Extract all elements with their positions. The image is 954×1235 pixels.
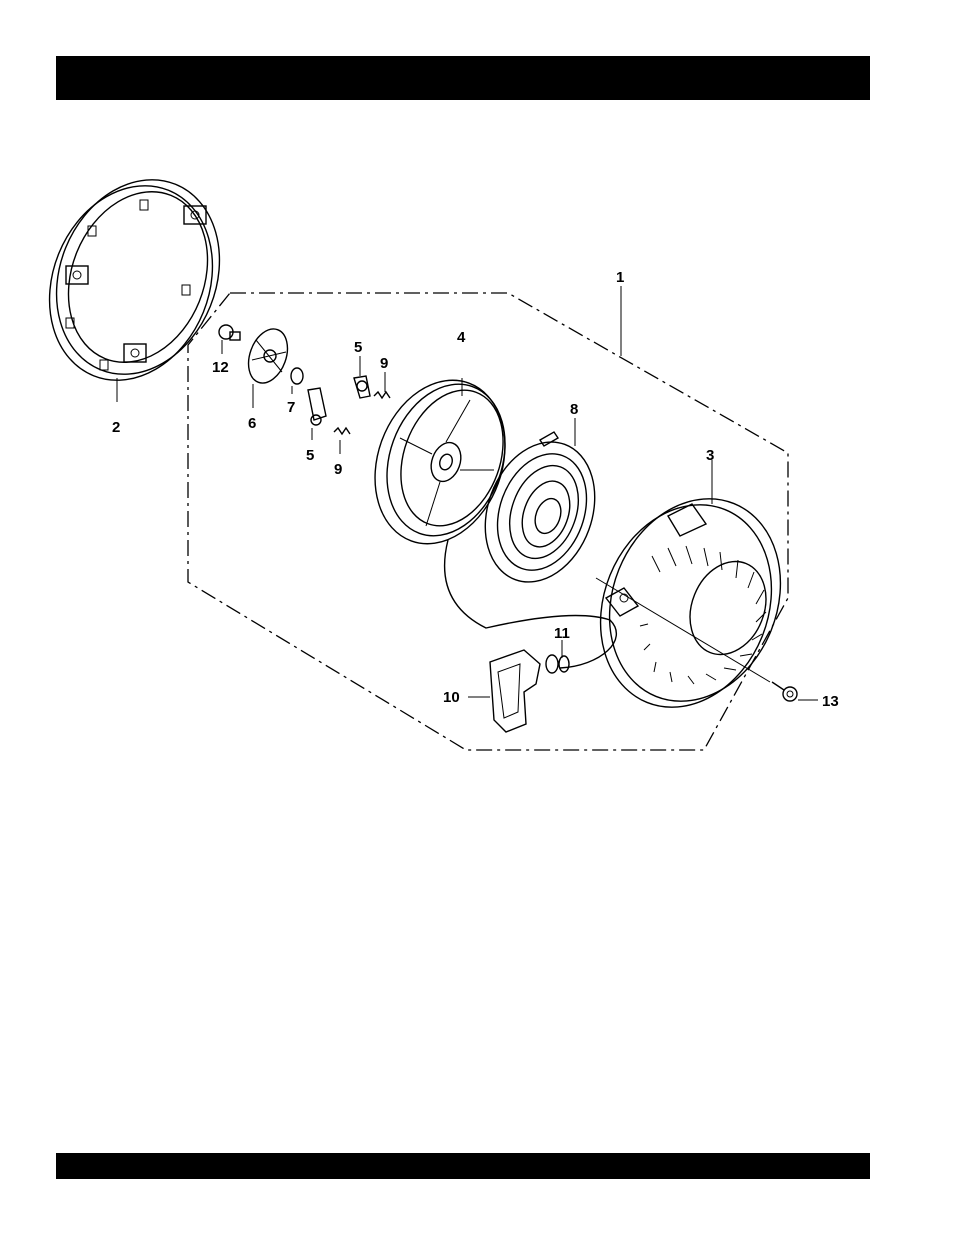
callout-11: 11 — [554, 625, 570, 642]
callout-5-lower: 5 — [306, 447, 314, 464]
part-spiral-spring — [467, 418, 614, 597]
part-drive-plate — [242, 324, 295, 408]
part-spring-lower — [334, 428, 350, 454]
footer-bar — [56, 1153, 870, 1179]
part-recoil-housing — [571, 460, 810, 733]
callout-4: 4 — [457, 329, 466, 346]
callout-6: 6 — [248, 415, 256, 432]
part-ratchet-lower — [308, 388, 326, 440]
part-starter-grip — [468, 650, 540, 732]
callout-5-upper: 5 — [354, 339, 362, 356]
callout-7: 7 — [287, 399, 295, 416]
callout-2: 2 — [112, 419, 120, 436]
assembly-boundary — [188, 293, 788, 750]
callout-10: 10 — [443, 689, 460, 706]
part-spring-upper — [374, 372, 390, 398]
callout-13: 13 — [822, 693, 839, 710]
part-ratchet-upper — [354, 356, 370, 398]
callout-12: 12 — [212, 359, 229, 376]
callout-9-upper: 9 — [380, 355, 388, 372]
part-reel — [353, 362, 527, 562]
callout-1: 1 — [616, 269, 624, 286]
part-clip — [291, 368, 303, 394]
starter-rope — [445, 540, 617, 668]
callout-8: 8 — [570, 401, 578, 418]
callout-3: 3 — [706, 447, 714, 464]
part-flange-bolt — [772, 682, 818, 701]
part-bolt-12 — [219, 325, 240, 354]
callout-9-lower: 9 — [334, 461, 342, 478]
